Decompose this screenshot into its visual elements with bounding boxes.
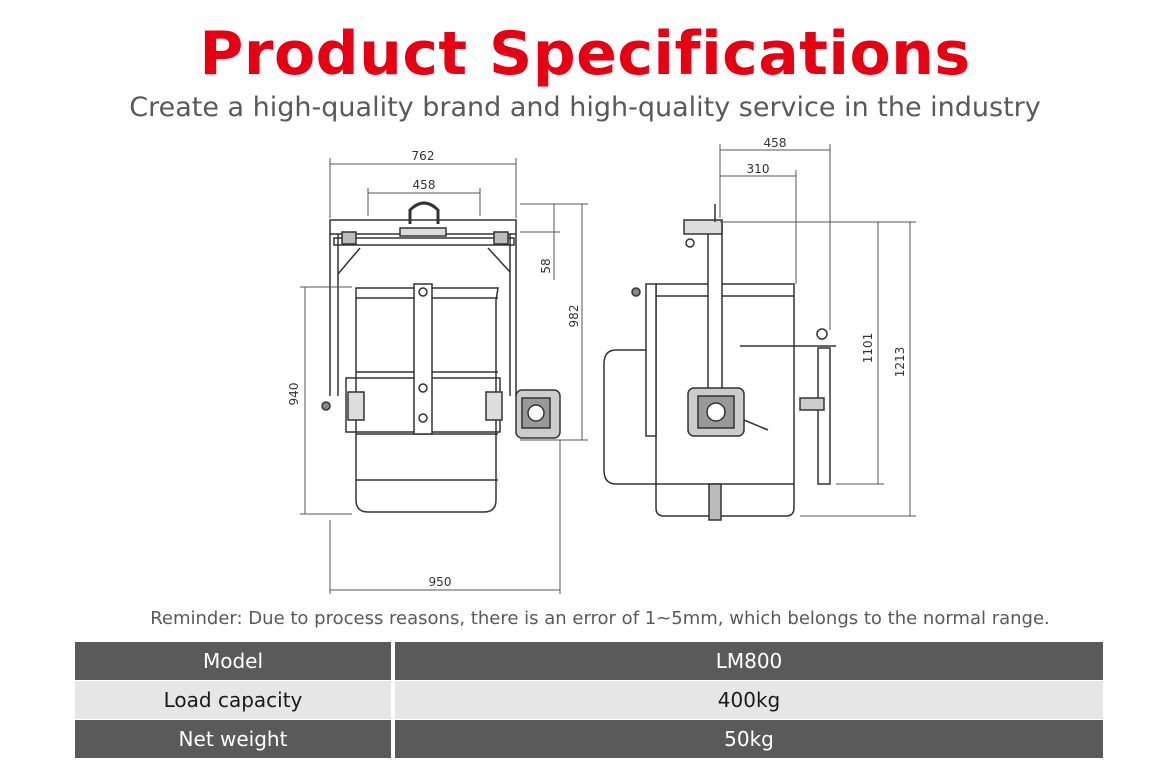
- table-row: Load capacity 400kg: [75, 680, 1103, 719]
- table-row: Model LM800: [75, 642, 1103, 680]
- table-row: Net weight 50kg: [75, 719, 1103, 758]
- spec-label: Net weight: [75, 719, 395, 758]
- dim-side-top-outer: 458: [764, 136, 787, 150]
- dim-front-top-width: 762: [412, 149, 435, 163]
- dim-side-right-inner: 1101: [861, 333, 875, 364]
- page-subtitle: Create a high-quality brand and high-qua…: [129, 92, 1041, 123]
- side-view: [603, 144, 916, 521]
- spec-value: LM800: [395, 642, 1103, 680]
- page-title: Product Specifications: [199, 19, 971, 89]
- technical-drawing: 762 458 950 940 982 58 458 310 1101 1213: [287, 136, 916, 594]
- dim-front-left-height: 940: [287, 383, 301, 406]
- spec-value: 50kg: [395, 719, 1103, 758]
- dim-front-gap: 58: [539, 258, 553, 273]
- spec-label: Model: [75, 642, 395, 680]
- dim-front-hook-width: 458: [413, 178, 436, 192]
- spec-table: Model LM800 Load capacity 400kg Net weig…: [75, 642, 1103, 758]
- reminder-note: Reminder: Due to process reasons, there …: [150, 608, 1050, 629]
- front-view: [300, 158, 588, 594]
- spec-value: 400kg: [395, 680, 1103, 719]
- dim-side-top-inner: 310: [747, 162, 770, 176]
- spec-label: Load capacity: [75, 680, 395, 719]
- dim-front-right-height: 982: [567, 305, 581, 328]
- dim-front-bottom-width: 950: [429, 575, 452, 589]
- dim-side-right-outer: 1213: [893, 347, 907, 378]
